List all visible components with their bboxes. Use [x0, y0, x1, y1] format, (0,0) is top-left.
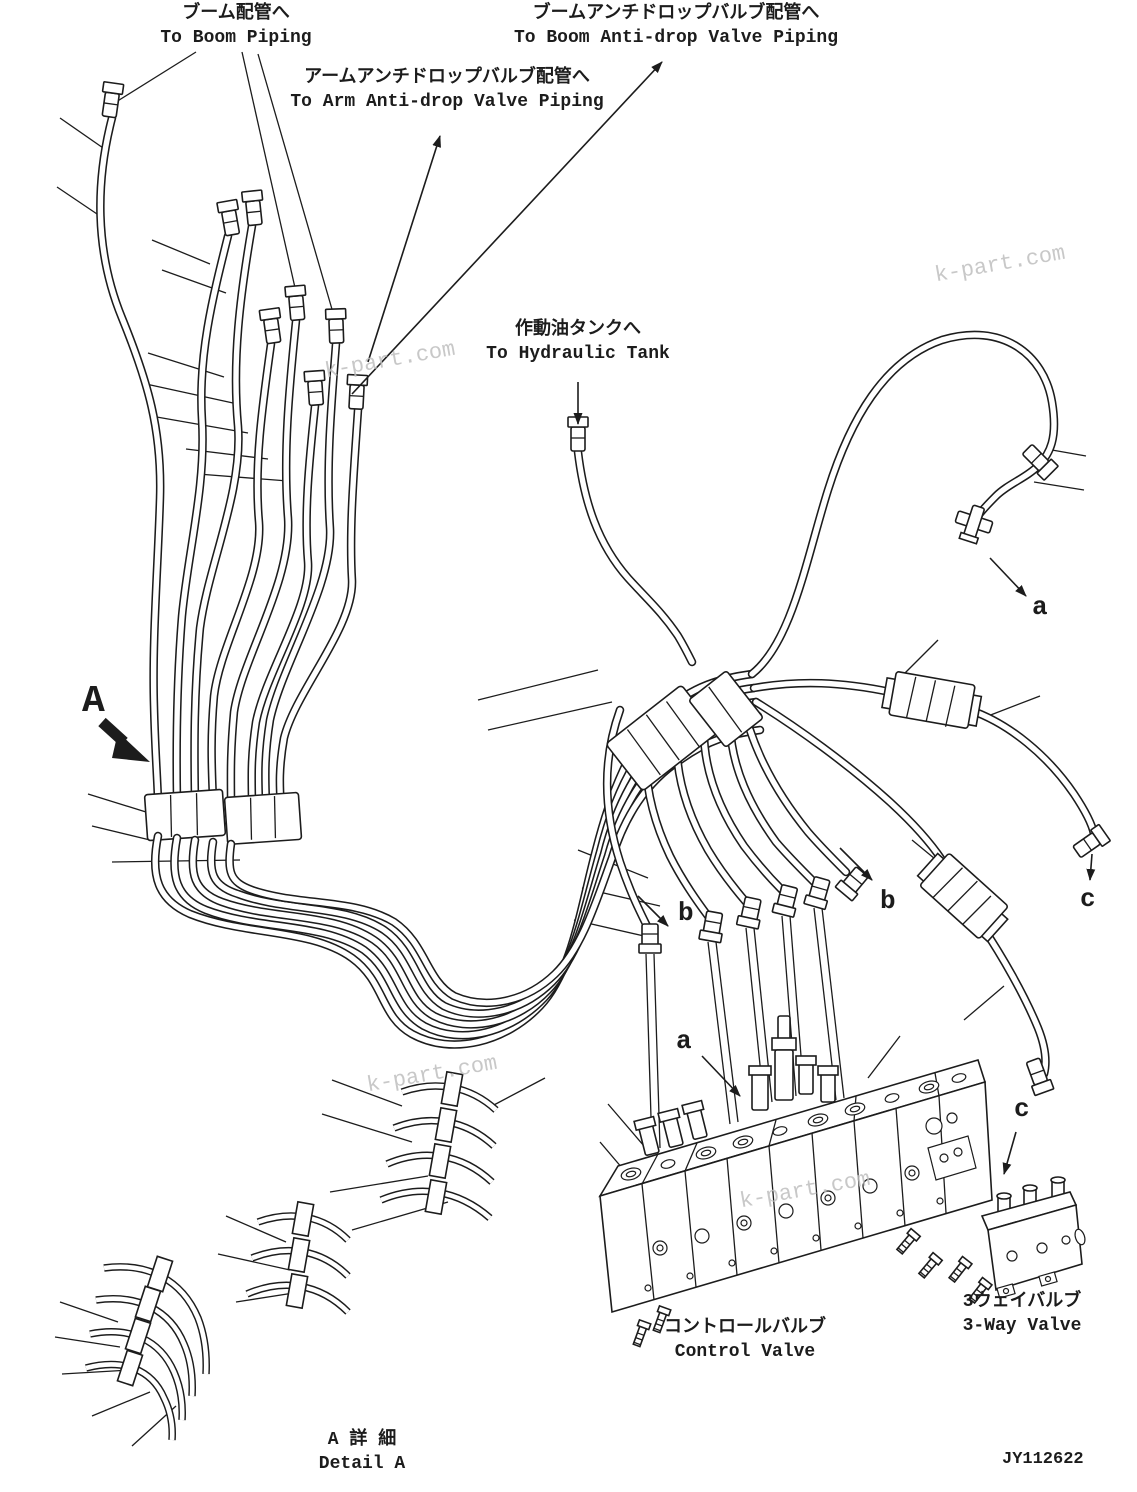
callout-three-way-valve-jp: 3ウェイバルブ: [962, 1292, 1082, 1312]
detail-view-marker: A: [82, 680, 105, 723]
callout-boom-piping: ブーム配管へ To Boom Piping: [160, 2, 311, 51]
callout-detail-a-en: Detail A: [318, 1454, 406, 1475]
hose-right-lower: [751, 697, 1055, 1097]
detail-a-group-2: [245, 1200, 351, 1315]
port-marker-c-bottom: c: [1014, 1094, 1030, 1124]
detail-a-group-3: [85, 1255, 210, 1441]
callout-boom-anti-drop: ブームアンチドロップバルブ配管へ To Boom Anti-drop Valve…: [514, 2, 838, 51]
hose-clamp-band: [143, 788, 303, 846]
callout-three-way-valve-en: 3-Way Valve: [962, 1316, 1082, 1337]
three-way-valve: [946, 1176, 1086, 1306]
callout-arm-anti-drop-jp: アームアンチドロップバルブ配管へ: [304, 68, 590, 88]
callout-detail-a: A 詳 細 Detail A: [319, 1428, 405, 1477]
callout-boom-anti-drop-en: To Boom Anti-drop Valve Piping: [513, 28, 839, 49]
port-marker-b-right: b: [880, 886, 896, 916]
hose-loop-upper-right: [747, 330, 1060, 679]
inline-coupling-2: [916, 852, 1009, 943]
callout-hydraulic-tank-en: To Hydraulic Tank: [486, 344, 670, 365]
callout-three-way-valve: 3ウェイバルブ 3-Way Valve: [963, 1290, 1082, 1339]
callout-boom-piping-jp: ブーム配管へ: [182, 4, 290, 24]
callout-hydraulic-tank-jp: 作動油タンクへ: [514, 320, 641, 340]
callout-boom-piping-en: To Boom Piping: [160, 28, 312, 49]
callout-control-valve-jp: コントロールバルブ: [664, 1318, 826, 1338]
junction-clamps: [606, 670, 763, 791]
control-valve: [598, 1015, 993, 1349]
tee-fitting-a: [954, 504, 994, 545]
port-marker-c-right: c: [1080, 884, 1096, 914]
port-marker-a-right: a: [1032, 592, 1048, 622]
port-marker-b-left: b: [678, 898, 694, 928]
callout-arm-anti-drop: アームアンチドロップバルブ配管へ To Arm Anti-drop Valve …: [290, 66, 603, 115]
drawing-number: JY112622: [1002, 1450, 1084, 1469]
inline-coupling-1: [881, 671, 983, 729]
callout-control-valve: コントロールバルブ Control Valve: [664, 1316, 826, 1365]
callout-control-valve-en: Control Valve: [674, 1342, 816, 1363]
detail-a-group-1: [379, 1070, 499, 1221]
hose-group-top-left: [96, 80, 369, 815]
callout-hydraulic-tank: 作動油タンクへ To Hydraulic Tank: [486, 318, 670, 367]
callout-arm-anti-drop-en: To Arm Anti-drop Valve Piping: [290, 92, 604, 113]
tank-hose: [567, 416, 697, 667]
callout-arrows: [98, 61, 1096, 1175]
callout-boom-anti-drop-jp: ブームアンチドロップバルブ配管へ: [532, 4, 820, 24]
hose-right-horizontal: [749, 678, 1112, 862]
port-marker-a-center: a: [676, 1026, 692, 1056]
callout-detail-a-jp: A 詳 細: [327, 1430, 397, 1450]
